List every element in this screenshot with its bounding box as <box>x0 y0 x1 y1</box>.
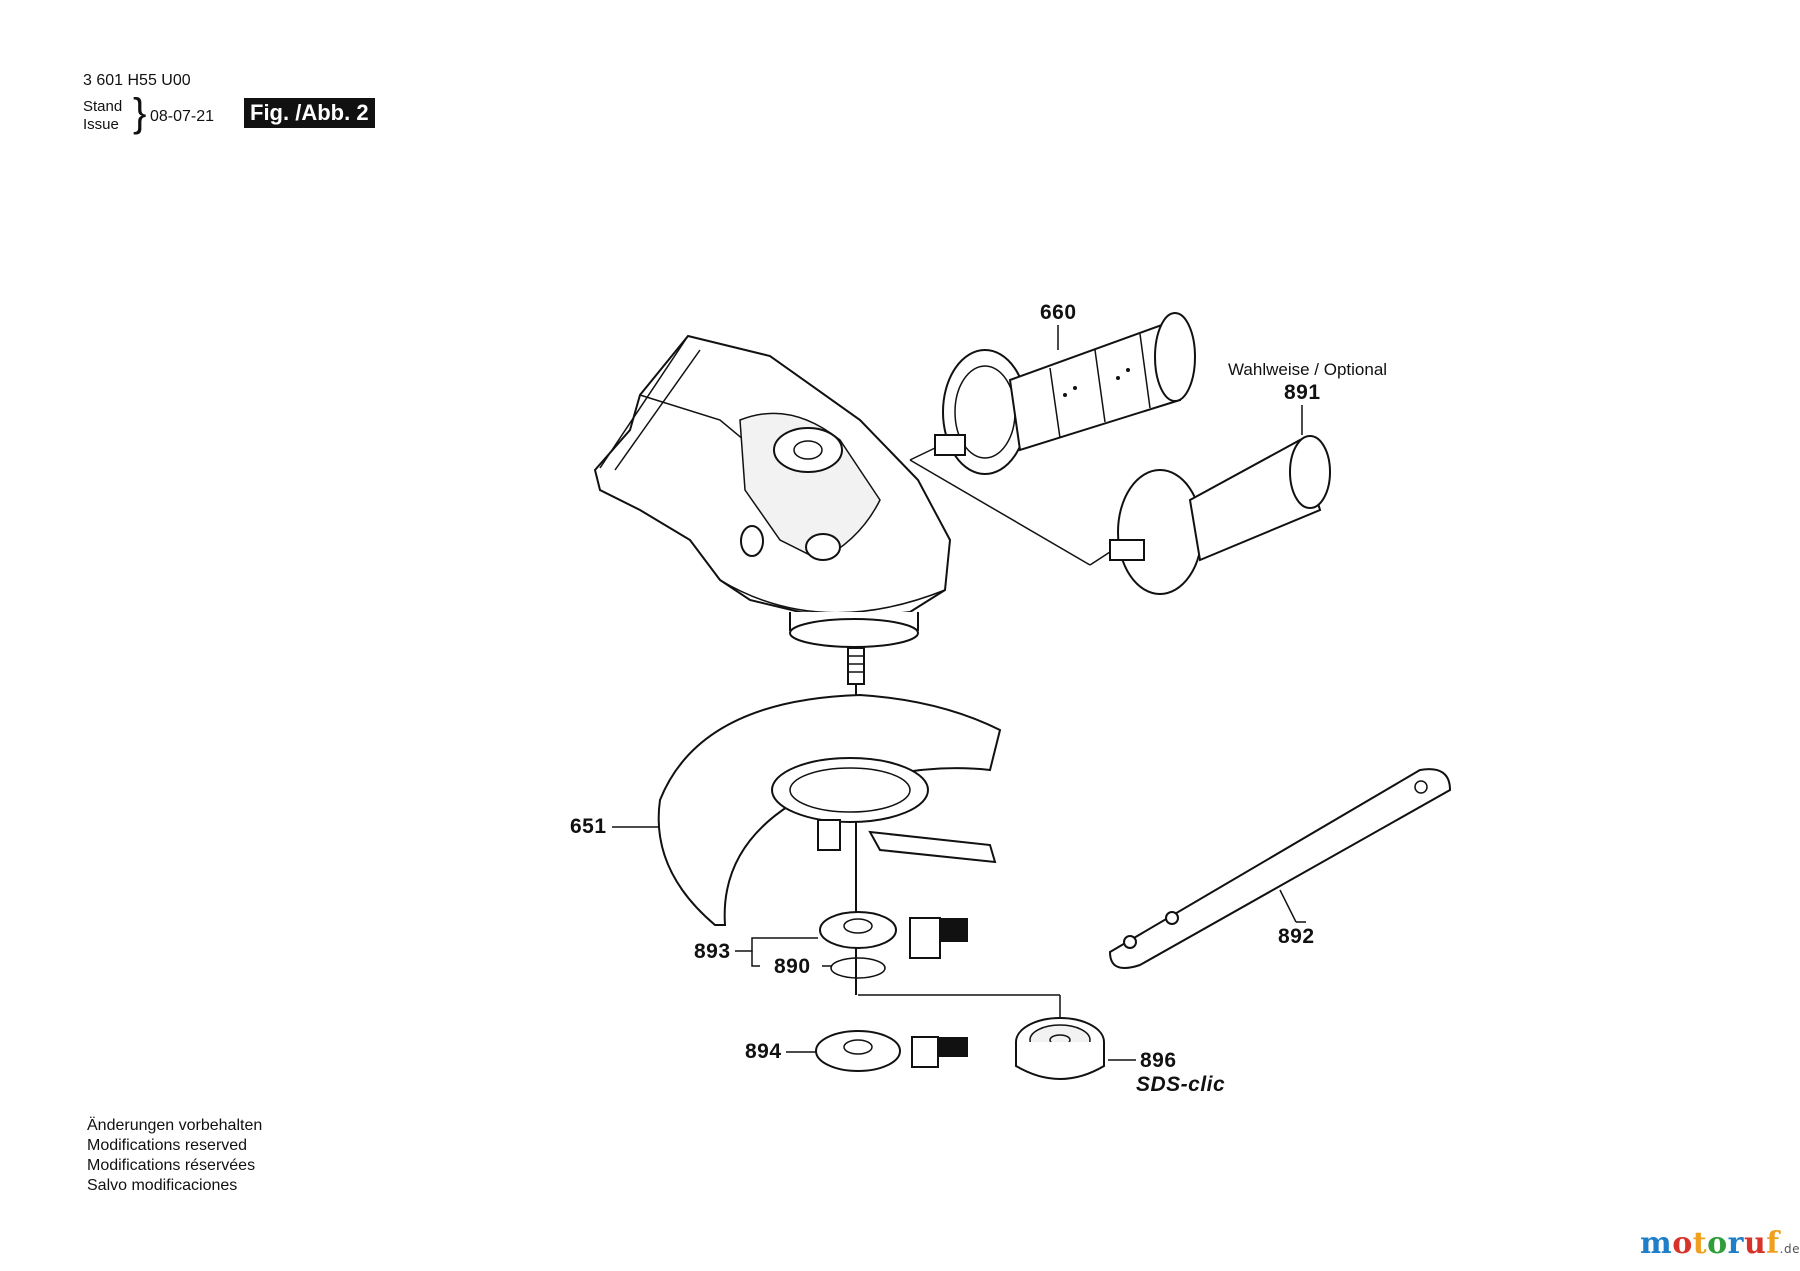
logo-letter: u <box>1743 1226 1767 1261</box>
o-ring-890 <box>830 957 886 979</box>
note-es: Salvo modificaciones <box>87 1177 238 1194</box>
spanner-892 <box>1108 768 1452 969</box>
motoruf-logo: motoruf.de <box>1640 1226 1800 1261</box>
quick-nut-896 <box>858 994 1105 1080</box>
callout-651: 651 <box>570 815 607 838</box>
modification-notes: Änderungen vorbehalten Modifications res… <box>87 1116 262 1196</box>
callout-890: 890 <box>774 955 811 978</box>
issue-date: 08-07-21 <box>150 108 215 125</box>
stand-label: Stand <box>83 98 123 115</box>
sds-clic-label: SDS-clic <box>1136 1073 1226 1096</box>
grinder-body <box>593 334 952 685</box>
callout-896: 896 <box>1140 1049 1177 1072</box>
logo-letter: o <box>1707 1226 1728 1261</box>
note-en: Modifications reserved <box>87 1137 248 1154</box>
gear-head-boss <box>773 427 843 473</box>
callout-894: 894 <box>745 1040 782 1063</box>
callout-891: 891 <box>1284 381 1321 404</box>
callout-893: 893 <box>694 940 731 963</box>
logo-letter: r <box>1727 1226 1744 1261</box>
callout-892: 892 <box>1278 925 1315 948</box>
clamping-nut-894 <box>815 1030 968 1072</box>
logo-letter: t <box>1692 1226 1708 1261</box>
brace-icon: } <box>133 91 147 135</box>
optional-label: Wahlweise / Optional <box>1228 360 1388 379</box>
part-number: 3 601 H55 U00 <box>83 72 191 89</box>
callout-660: 660 <box>1040 301 1077 324</box>
logo-suffix: .de <box>1779 1242 1800 1256</box>
figure-label: Fig. /Abb. 2 <box>244 98 375 128</box>
guard-651 <box>657 693 1002 926</box>
logo-letter: m <box>1640 1226 1673 1261</box>
logo-letter: f <box>1766 1226 1780 1261</box>
logo-letter: o <box>1672 1226 1693 1261</box>
aux-handle-660 <box>909 312 1196 475</box>
optional-handle-891 <box>909 435 1331 595</box>
note-fr: Modifications réservées <box>87 1157 256 1174</box>
issue-label: Issue <box>83 116 119 133</box>
flange-893 <box>819 911 968 979</box>
note-de: Änderungen vorbehalten <box>87 1117 263 1134</box>
logo-text: motoruf <box>1640 1226 1780 1261</box>
spindle <box>847 647 865 685</box>
